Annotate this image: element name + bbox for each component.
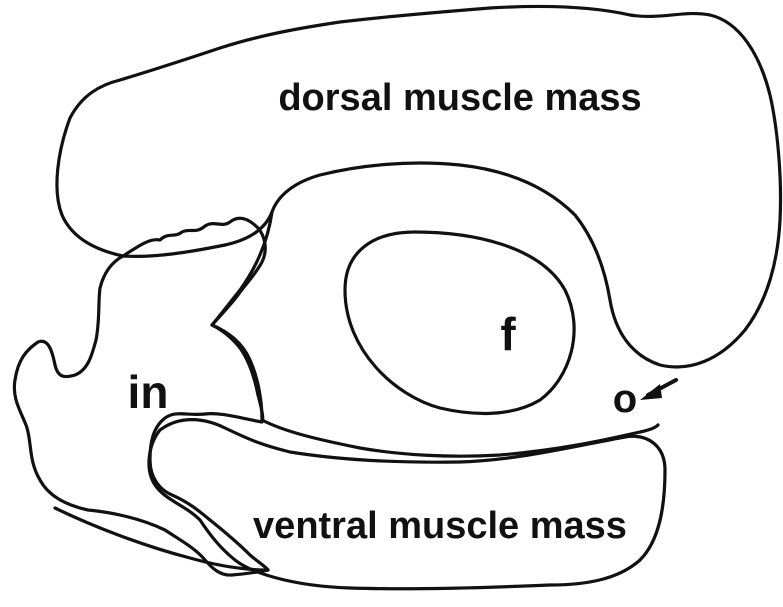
dorsal-muscle-mass-label: dorsal muscle mass: [278, 77, 641, 119]
ventral-muscle-mass-label: ventral muscle mass: [253, 505, 627, 547]
opening-arrow-icon: [640, 380, 676, 400]
opening-label: o: [613, 377, 637, 421]
intestine-label: in: [128, 366, 169, 418]
dorsal-muscle-mass-outline: [57, 6, 781, 366]
fin-outline: [345, 232, 574, 413]
body-inner-outline: [212, 212, 658, 456]
fin-label: f: [500, 308, 516, 360]
